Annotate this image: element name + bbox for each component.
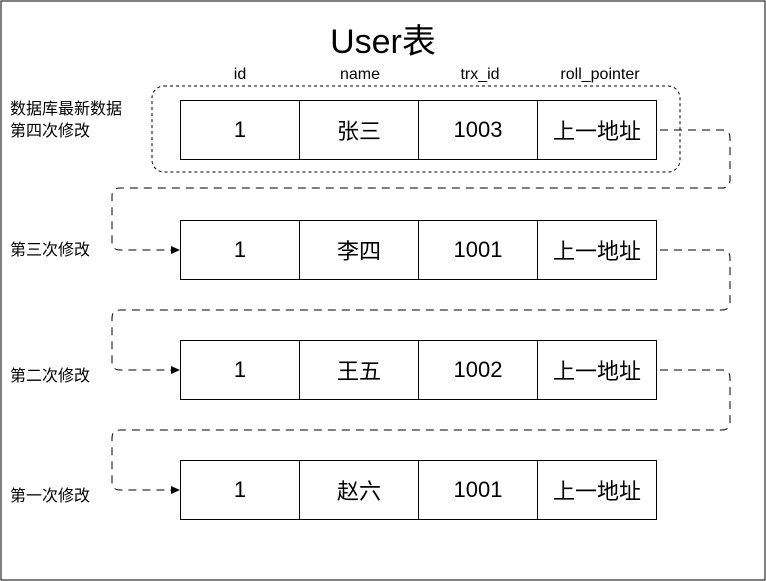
row-label-line: 第二次修改 — [10, 368, 91, 385]
cell-name: 王五 — [299, 340, 419, 400]
row-label-line: 第一次修改 — [10, 488, 91, 505]
roll-pointer-arrow — [111, 369, 731, 494]
column-header-id: id — [233, 66, 247, 83]
version-row-3: 1 李四 1001 上一地址 — [180, 220, 660, 280]
cell-name: 李四 — [299, 220, 419, 280]
row-label-line: 数据库最新数据 — [10, 101, 123, 118]
roll-pointer-arrow — [111, 129, 731, 254]
row-label-line: 第四次修改 — [10, 123, 91, 140]
roll-pointer-arrow — [111, 249, 731, 374]
version-chain-connectors — [111, 129, 731, 494]
cell-trx-id: 1001 — [418, 220, 538, 280]
row-label-first: 第一次修改 — [10, 486, 90, 508]
row-label-line: 第三次修改 — [10, 242, 91, 259]
cell-name: 张三 — [299, 100, 419, 160]
version-row-1: 1 赵六 1001 上一地址 — [180, 460, 660, 520]
cell-trx-id: 1003 — [418, 100, 538, 160]
cell-roll-pointer: 上一地址 — [537, 460, 657, 520]
row-label-latest: 数据库最新数据 第四次修改 — [10, 99, 122, 143]
cell-trx-id: 1002 — [418, 340, 538, 400]
row-label-third: 第三次修改 — [10, 240, 90, 262]
version-row-4: 1 张三 1003 上一地址 — [180, 100, 660, 160]
column-header-trx-id: trx_id — [460, 66, 500, 83]
cell-id: 1 — [180, 460, 300, 520]
cell-roll-pointer: 上一地址 — [537, 220, 657, 280]
cell-trx-id: 1001 — [418, 460, 538, 520]
column-header-name: name — [339, 66, 381, 83]
column-header-roll-pointer: roll_pointer — [560, 66, 640, 83]
cell-id: 1 — [180, 220, 300, 280]
cell-id: 1 — [180, 340, 300, 400]
cell-id: 1 — [180, 100, 300, 160]
latest-data-highlight — [151, 85, 681, 173]
row-label-second: 第二次修改 — [10, 366, 90, 388]
version-row-2: 1 王五 1002 上一地址 — [180, 340, 660, 400]
cell-roll-pointer: 上一地址 — [537, 100, 657, 160]
cell-name: 赵六 — [299, 460, 419, 520]
diagram-title: User表 — [330, 23, 436, 61]
cell-roll-pointer: 上一地址 — [537, 340, 657, 400]
